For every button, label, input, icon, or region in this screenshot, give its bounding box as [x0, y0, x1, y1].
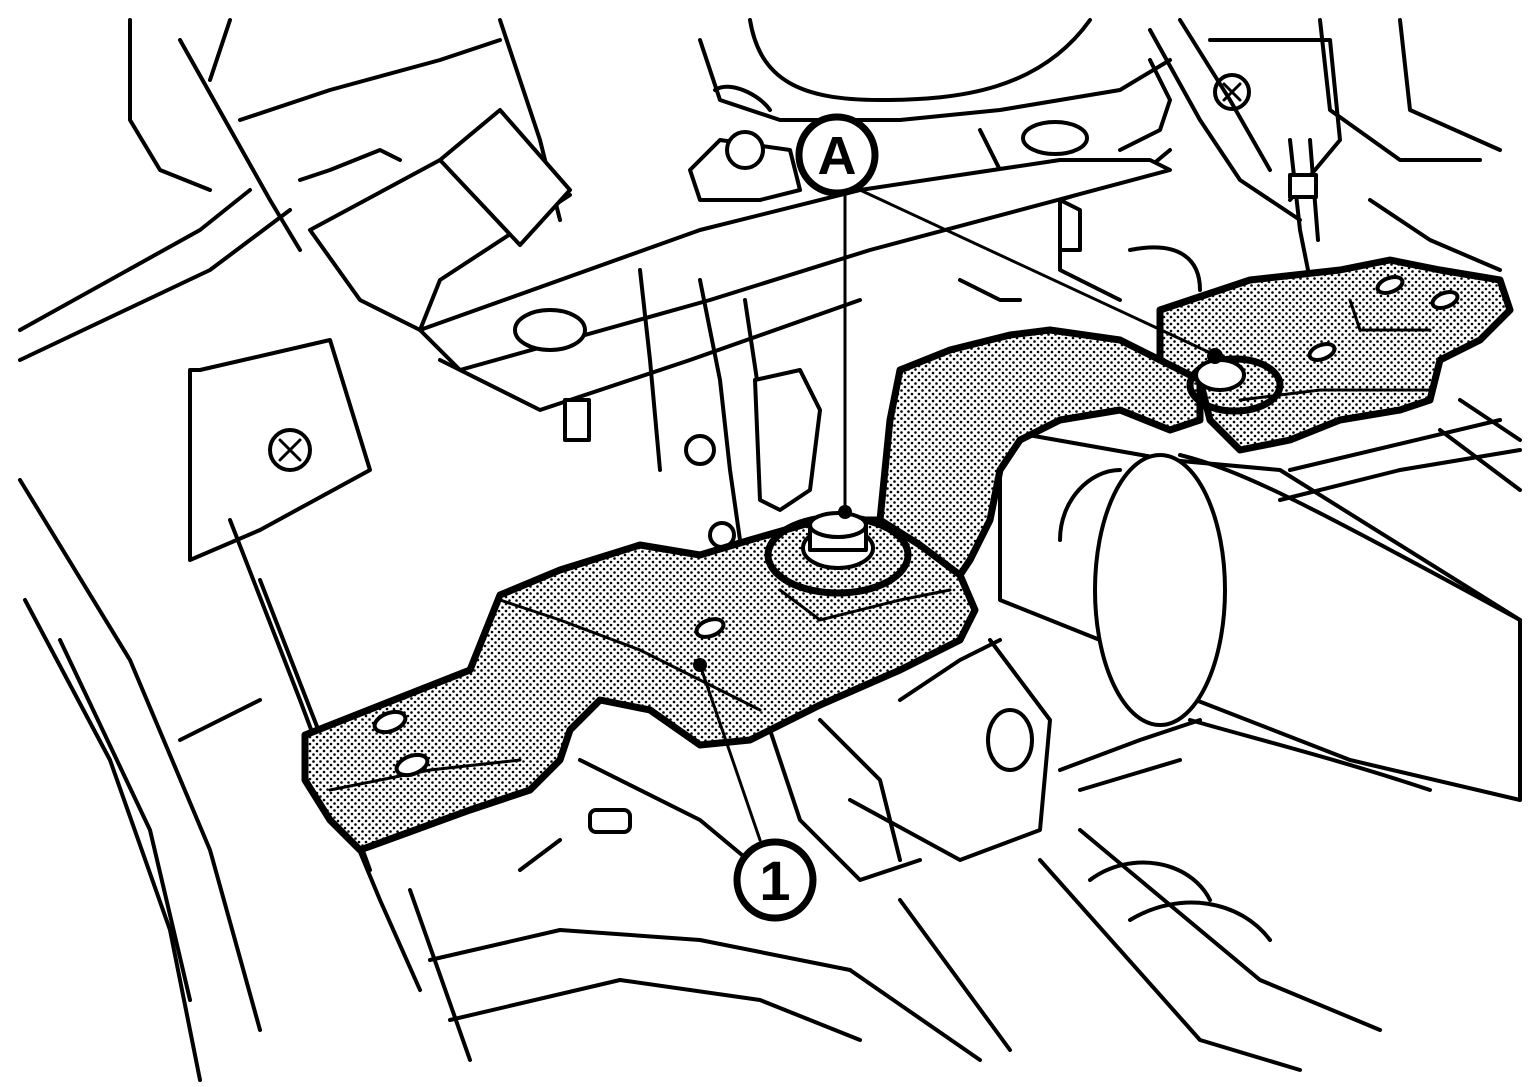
bracket-lower-section — [301, 516, 979, 854]
vehicle-body-structure — [18, 18, 1522, 1082]
callout-a: A — [795, 113, 1223, 519]
callout-a-label: A — [818, 126, 857, 186]
callout-1-circle — [733, 838, 817, 922]
callout-1: 1 — [693, 658, 817, 922]
bracket-arch-section — [876, 326, 1204, 579]
steering-column-shaft — [998, 418, 1522, 802]
bracket-right-flange — [1156, 256, 1514, 454]
bracket-part-1 — [301, 256, 1514, 854]
callout-1-label: 1 — [759, 849, 790, 912]
callout-a-circle — [795, 113, 879, 197]
